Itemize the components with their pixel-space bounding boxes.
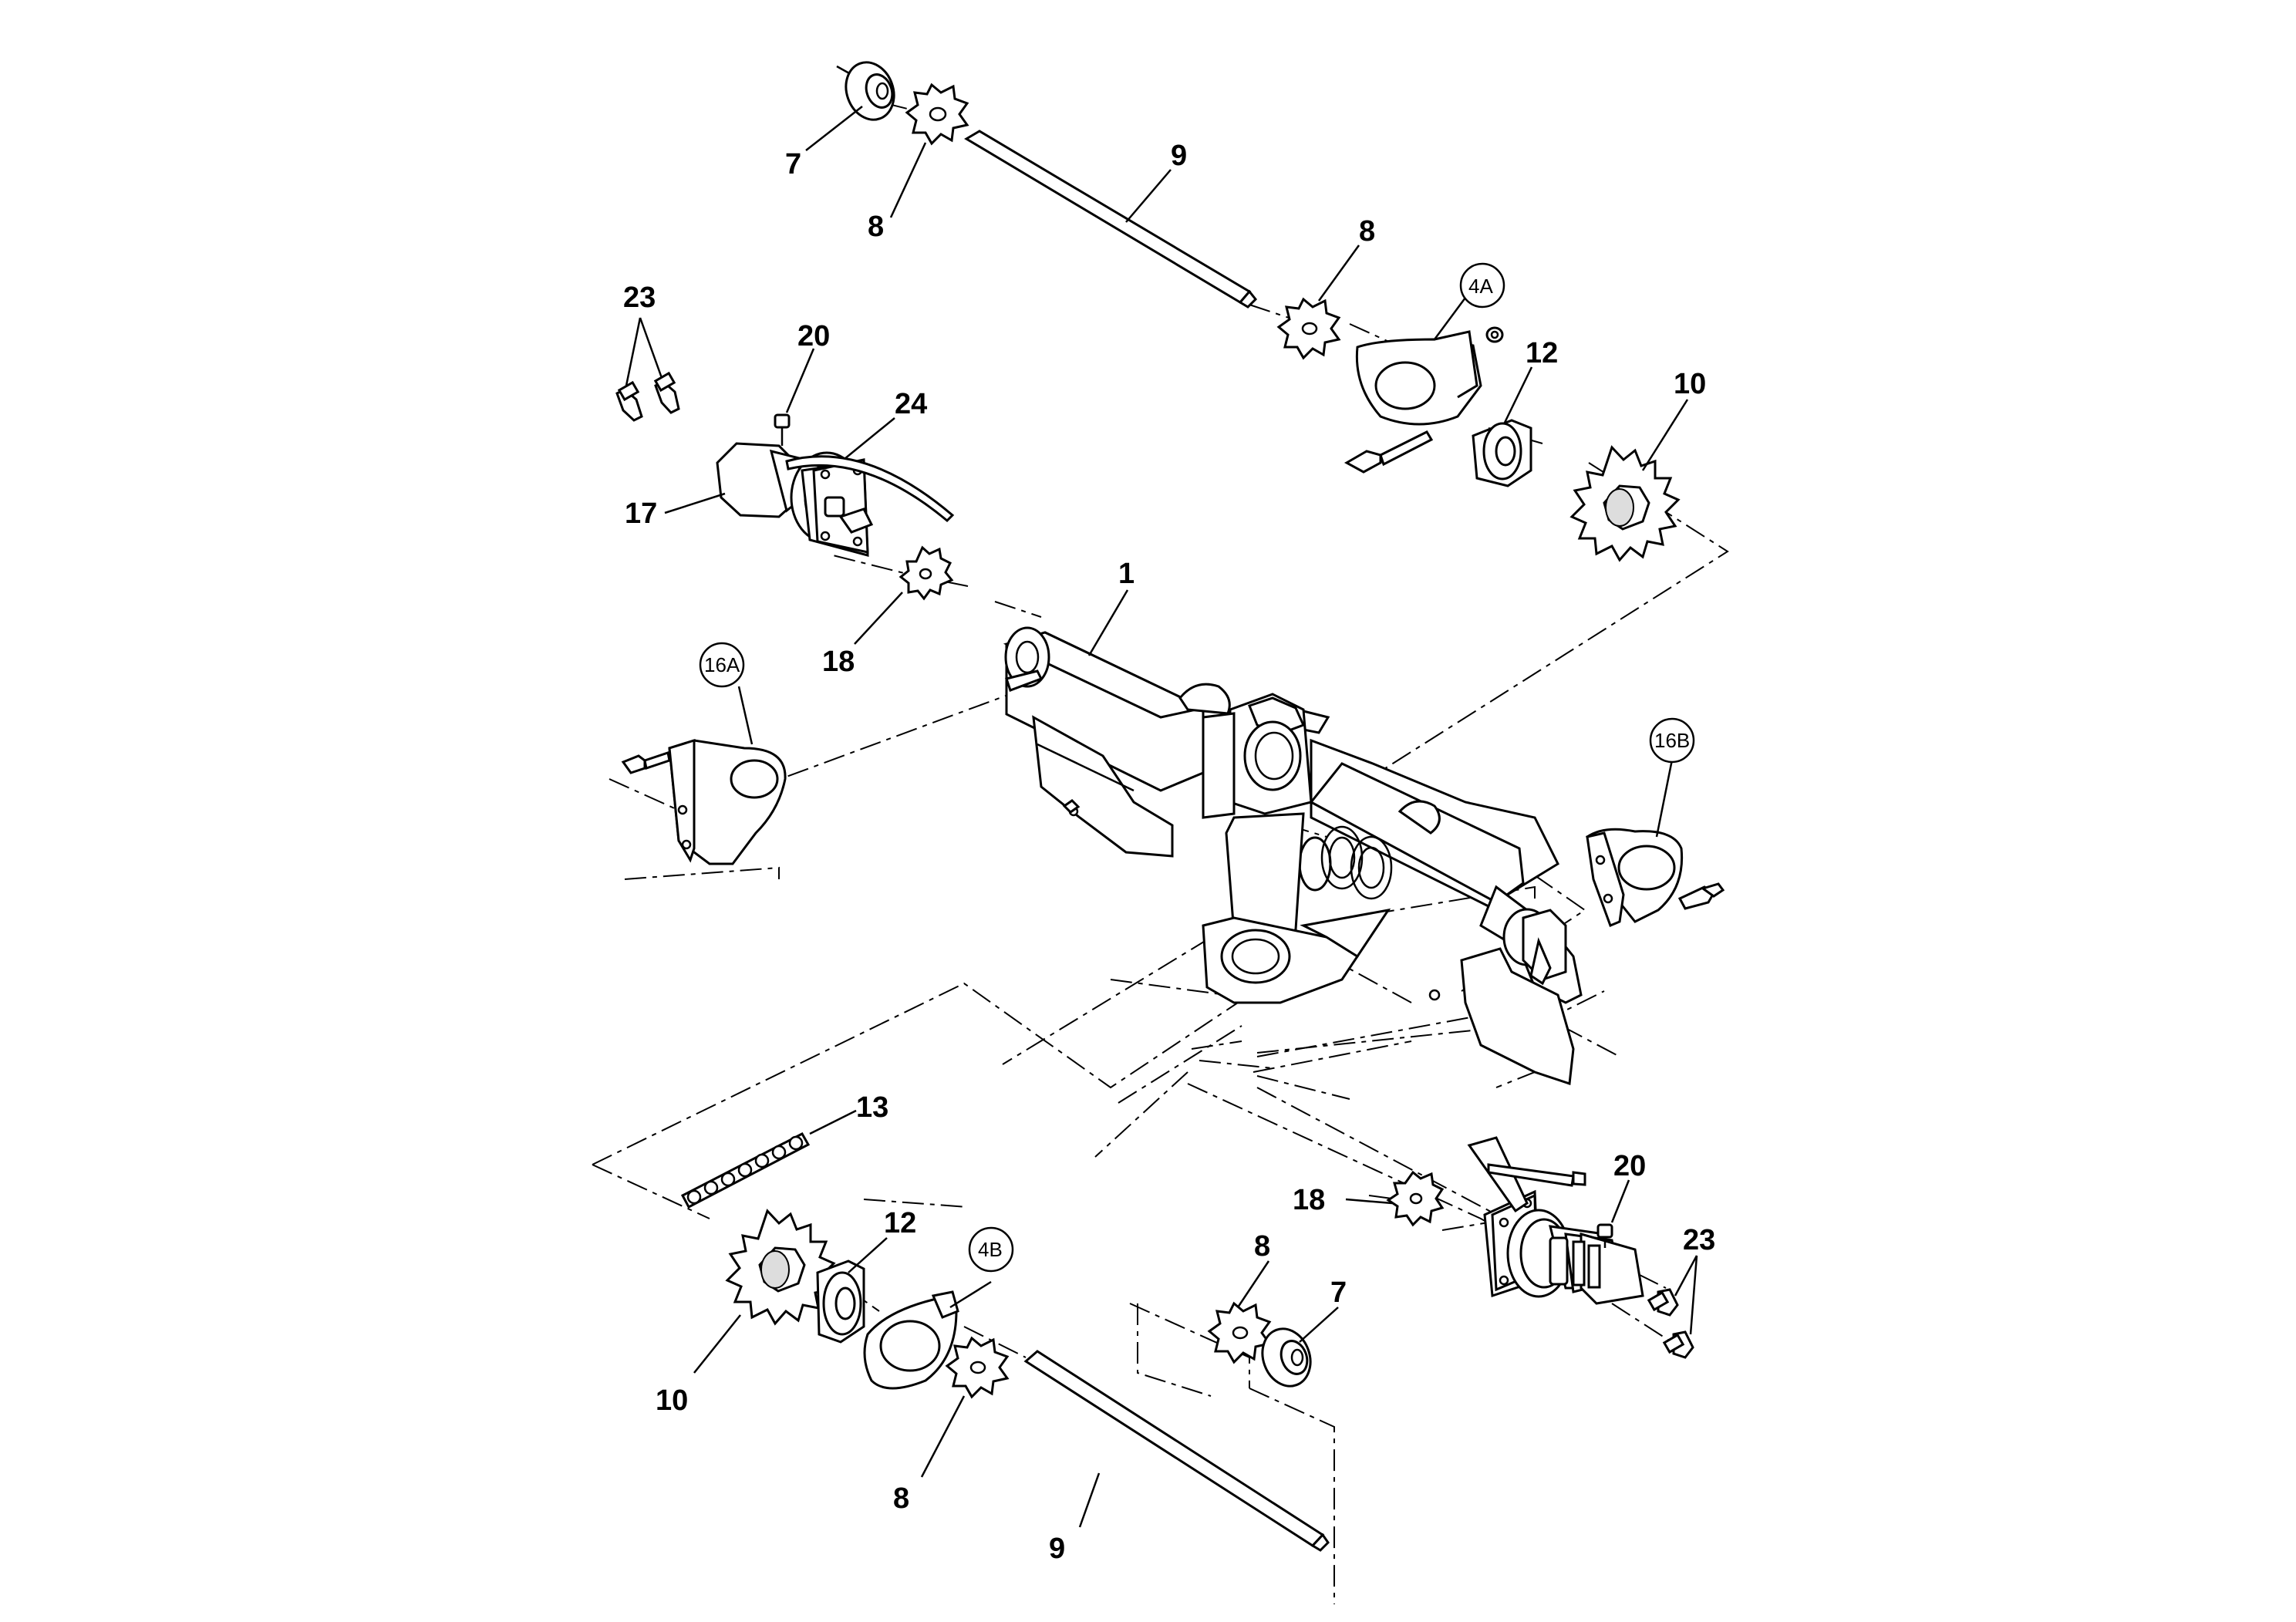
- callout-18-bottom: 18: [1293, 1184, 1325, 1216]
- callout-circle-4a: [1459, 262, 1505, 309]
- callout-9-top: 9: [1171, 140, 1187, 172]
- left-motor-assembly: [615, 371, 955, 601]
- callout-8-top-left: 8: [868, 211, 884, 243]
- hose-24: [785, 455, 955, 523]
- callout-8-bottom-left: 8: [893, 1482, 909, 1515]
- chain-sprocket-10-top: [1569, 445, 1681, 562]
- elbow-fittings-23-top: [615, 371, 680, 422]
- roller-chain-13: [680, 1132, 811, 1209]
- bracket-16b: [1586, 828, 1725, 927]
- callout-10-bottom: 10: [656, 1384, 688, 1417]
- callout-12-bottom: 12: [884, 1207, 916, 1239]
- star-sprocket-18-top: [899, 545, 954, 601]
- callout-17: 17: [625, 497, 657, 530]
- top-shaft-assembly: [836, 61, 1681, 562]
- callout-4a: 4A: [1468, 275, 1493, 298]
- main-frame-1: [1003, 626, 1583, 1086]
- callout-18-top: 18: [822, 646, 855, 678]
- callout-13: 13: [856, 1091, 888, 1124]
- bolt-4a: [1344, 430, 1434, 474]
- leader-lines: [625, 106, 1698, 1528]
- callout-10-top: 10: [1674, 368, 1706, 400]
- callout-24: 24: [895, 388, 927, 420]
- part-labels: 7 8 9 8 4A 12 10 23 20 24 17 18 1 16A 16…: [623, 140, 1715, 1565]
- callout-circle-16b: [1649, 717, 1695, 764]
- callout-8-bottom-right: 8: [1254, 1230, 1270, 1263]
- star-sprocket-8-bottom-left: [945, 1336, 1010, 1399]
- star-sprocket-8-top-right: [1276, 297, 1341, 360]
- callout-8-top-right: 8: [1359, 215, 1375, 248]
- callout-7-top: 7: [785, 148, 801, 180]
- chain-sprocket-10-bottom: [725, 1209, 836, 1326]
- bearing-12-top: [1472, 419, 1532, 487]
- bearing-flange-7-top: [836, 61, 895, 121]
- callout-4b: 4B: [978, 1238, 1003, 1261]
- bearing-flange-7-bottom: [1261, 1327, 1312, 1388]
- callout-16a: 16A: [704, 653, 740, 676]
- hydraulic-motor-17-bottom: [1467, 1136, 1644, 1305]
- shaft-9-top: [964, 130, 1258, 309]
- plate-4a: [1355, 326, 1504, 426]
- callout-1: 1: [1118, 558, 1135, 590]
- bracket-16a: [621, 738, 787, 865]
- callout-12-top: 12: [1526, 337, 1558, 369]
- callout-23-bottom: 23: [1683, 1224, 1715, 1256]
- shaft-9-bottom: [1023, 1350, 1330, 1552]
- bleed-screw-20-top: [774, 413, 791, 446]
- callout-23-top: 23: [623, 282, 656, 314]
- lower-right-motor-assembly: [1386, 1136, 1694, 1359]
- callout-16b: 16B: [1654, 729, 1690, 752]
- hydraulic-motor-17-top: [716, 442, 874, 557]
- elbow-fittings-23-bottom: [1647, 1288, 1694, 1359]
- star-sprocket-18-bottom: [1386, 1170, 1445, 1227]
- star-sprocket-8-top-left: [905, 83, 969, 146]
- callout-circle-4b: [968, 1226, 1014, 1273]
- lower-left-assembly: [680, 1132, 1330, 1552]
- callout-7-bottom: 7: [1330, 1276, 1347, 1309]
- circled-callouts: [699, 262, 1695, 1273]
- callout-9-bottom: 9: [1049, 1533, 1065, 1565]
- star-sprocket-8-bottom-right: [1207, 1301, 1272, 1364]
- callout-circle-16a: [699, 642, 745, 688]
- plate-4b: [863, 1290, 959, 1390]
- bleed-screw-20-bottom: [1596, 1223, 1613, 1248]
- callout-20-top: 20: [797, 320, 830, 352]
- bearing-12-bottom: [816, 1259, 865, 1344]
- callout-20-bottom: 20: [1613, 1150, 1646, 1182]
